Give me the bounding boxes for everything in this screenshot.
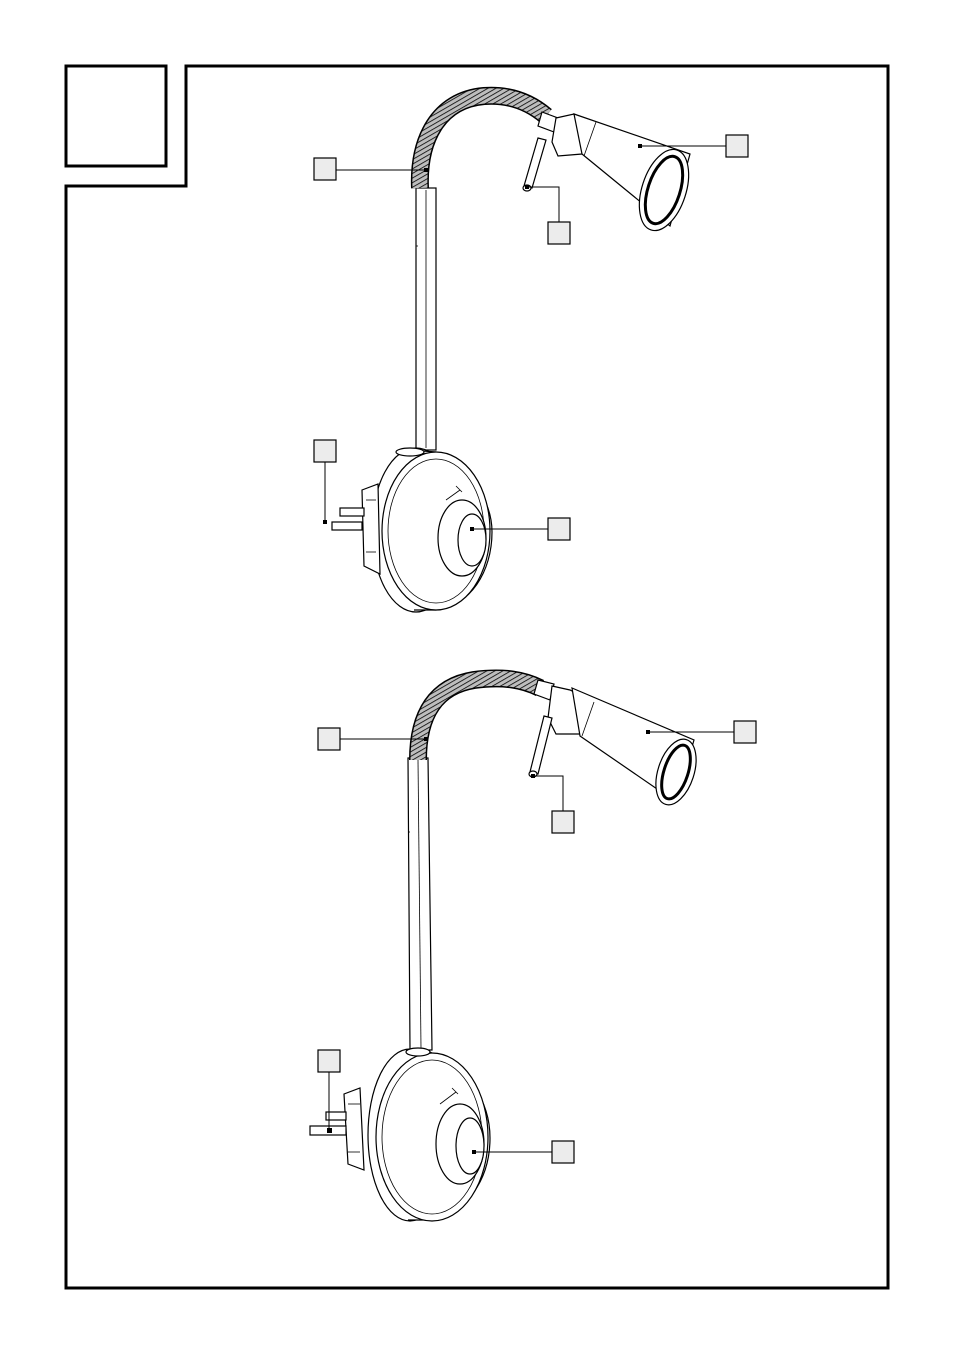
callout-gooseneck: [313, 157, 428, 181]
stem: [407, 757, 433, 1051]
outer-frame: [64, 64, 890, 1290]
lamp-top: [313, 86, 749, 613]
handle: [522, 137, 547, 192]
callout-gooseneck: [317, 727, 428, 751]
stem: [415, 187, 437, 451]
lamp-head: [537, 111, 691, 232]
base-housing: [367, 1047, 491, 1222]
callout-switch-knob: [472, 1140, 575, 1164]
plug: [331, 483, 381, 575]
plug: [309, 1087, 365, 1171]
callout-plug: [317, 1049, 341, 1133]
lamp-bottom: [309, 669, 757, 1222]
callout-plug: [313, 439, 337, 524]
callout-switch-knob: [470, 517, 571, 541]
handle: [528, 715, 553, 778]
callout-handle: [525, 185, 571, 245]
figure-number-box: [64, 64, 168, 168]
callout-handle: [531, 774, 575, 834]
gooseneck-flex-arm: [410, 86, 552, 189]
callout-shade: [638, 134, 749, 158]
lamp-head: [533, 679, 697, 806]
base-housing: [371, 447, 493, 613]
gooseneck-flex-arm: [409, 669, 545, 761]
callout-shade: [646, 720, 757, 744]
